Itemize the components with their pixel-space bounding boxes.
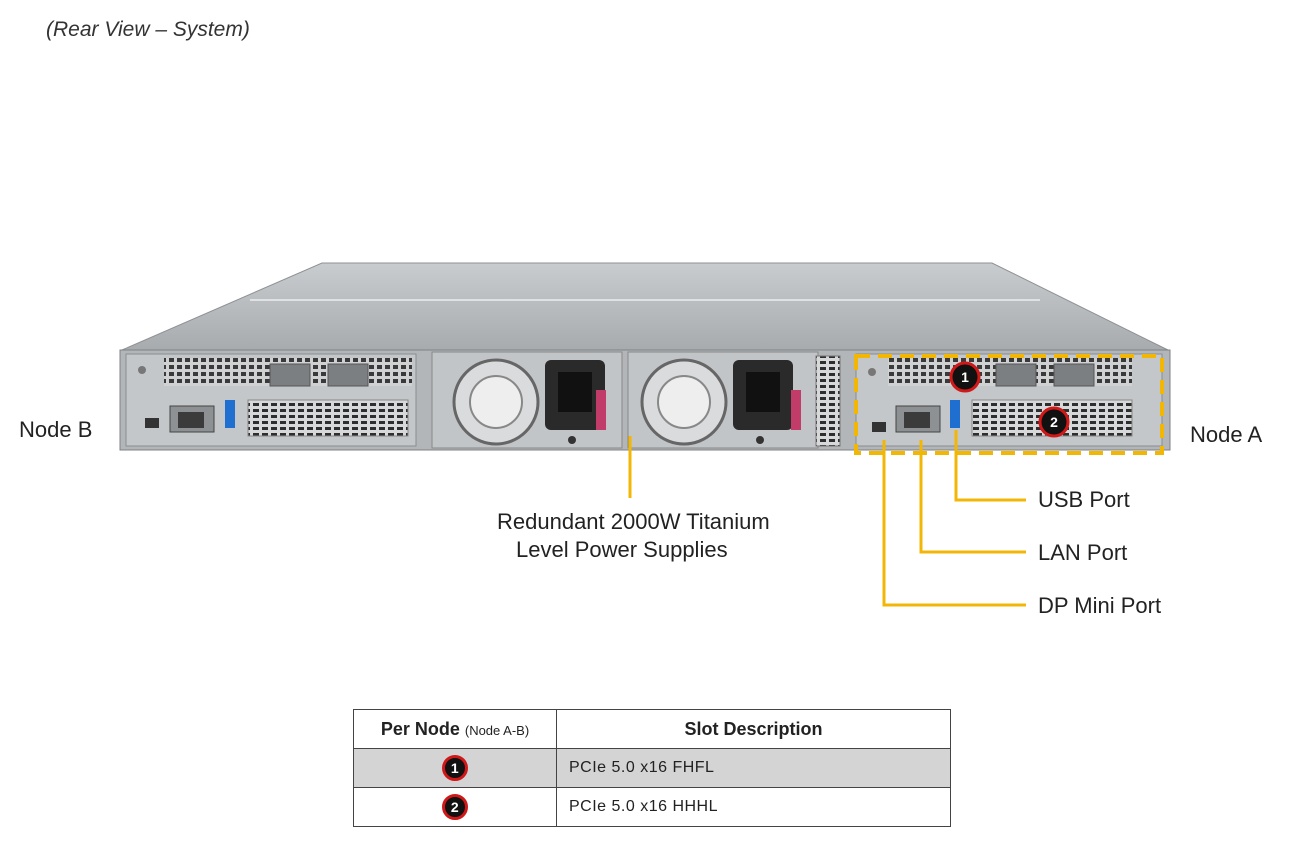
row-number-cell: 1	[353, 748, 557, 788]
power-supply-label-line2: Level Power Supplies	[516, 537, 728, 562]
callout-badge-2-text: 2	[1050, 414, 1058, 430]
callout-badge-2: 2	[1038, 406, 1070, 438]
slot-table: Per Node (Node A-B) Slot Description 1 P…	[353, 709, 951, 827]
node-a-module	[855, 353, 1163, 447]
chassis-top	[121, 262, 1169, 351]
power-supply-label: Redundant 2000W Titanium Level Power Sup…	[497, 508, 770, 564]
header-per-node-note: (Node A-B)	[464, 722, 530, 738]
node-a-label: Node A	[1190, 422, 1263, 447]
server-rear-diagram: 1 2	[119, 262, 1171, 607]
callout-badge-1: 1	[949, 361, 981, 393]
row-description-cell: PCIe 5.0 x16 HHHL	[556, 787, 951, 827]
row-number-cell: 2	[353, 787, 557, 827]
node-b-label: Node B	[19, 417, 93, 442]
node-b-module	[125, 353, 417, 447]
table-row: 2 PCIe 5.0 x16 HHHL	[353, 787, 951, 827]
view-title: (Rear View – System)	[46, 18, 250, 41]
slot-badge: 1	[442, 755, 468, 781]
slot-badge: 2	[442, 794, 468, 820]
callout-lines	[628, 430, 1026, 607]
header-per-node: Per Node (Node A-B)	[353, 709, 557, 749]
power-supply-2	[627, 351, 819, 449]
header-per-node-text: Per Node	[380, 718, 460, 739]
row-description-cell: PCIe 5.0 x16 FHFL	[556, 748, 951, 788]
slot-table-header: Per Node (Node A-B) Slot Description	[353, 709, 951, 749]
node-a-highlight-box	[854, 354, 1164, 455]
header-slot-description: Slot Description	[556, 709, 951, 749]
power-supply-1	[431, 351, 623, 449]
table-row: 1 PCIe 5.0 x16 FHFL	[353, 748, 951, 788]
lan-port-label: LAN Port	[1038, 540, 1128, 565]
callout-badge-1-text: 1	[961, 369, 969, 385]
usb-port-label: USB Port	[1038, 487, 1130, 512]
dp-mini-port-label: DP Mini Port	[1038, 593, 1162, 618]
center-vent	[815, 355, 841, 447]
power-supply-label-line1: Redundant 2000W Titanium	[497, 509, 770, 534]
